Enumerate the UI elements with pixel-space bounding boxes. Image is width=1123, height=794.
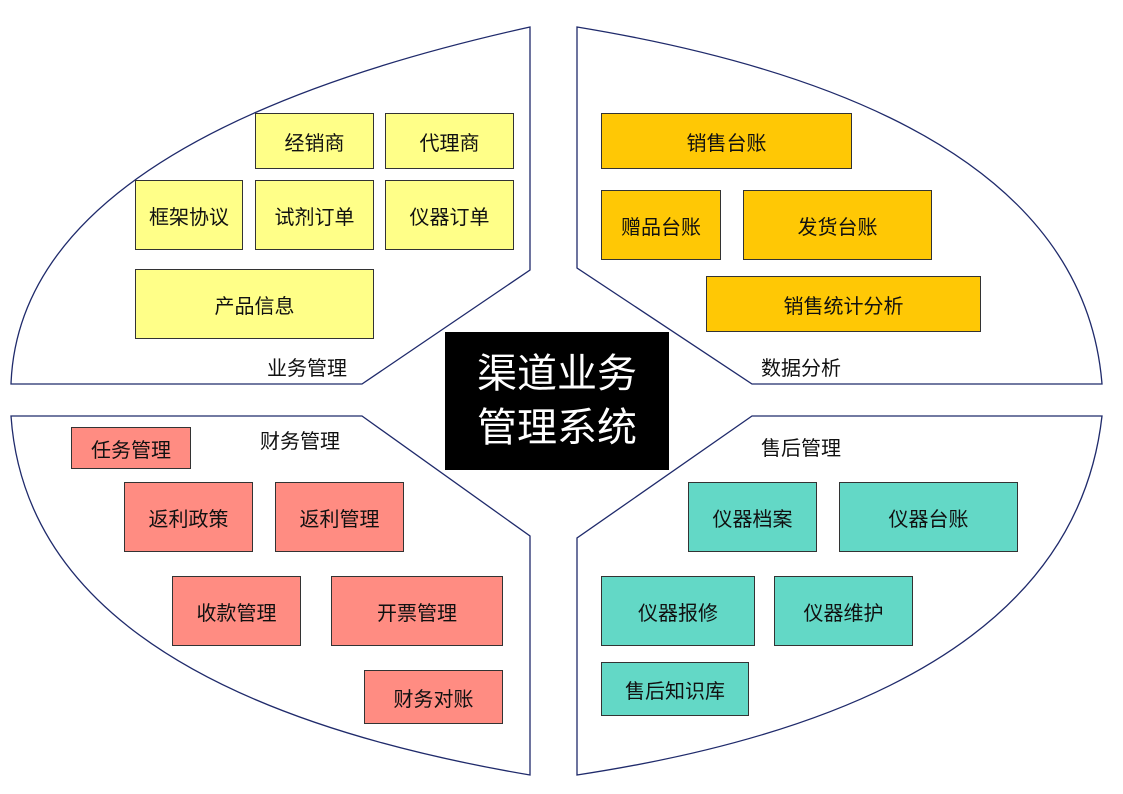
invoice-management-box[interactable]: 开票管理: [331, 576, 503, 646]
instrument-order-box[interactable]: 仪器订单: [385, 180, 514, 250]
after-sales-knowledge-label: 售后知识库: [625, 678, 725, 703]
sales-statistics-box[interactable]: 销售统计分析: [706, 276, 981, 332]
agent-box[interactable]: 代理商: [385, 113, 514, 169]
instrument-ledger-label: 仪器台账: [888, 506, 969, 531]
business-quadrant-label: 业务管理: [267, 356, 347, 380]
product-info-box[interactable]: 产品信息: [135, 269, 374, 339]
after-sales-knowledge-box[interactable]: 售后知识库: [601, 662, 749, 716]
reagent-order-label: 试剂订单: [274, 204, 355, 229]
framework-agreement-label: 框架协议: [149, 204, 229, 229]
instrument-maintenance-label: 仪器维护: [803, 600, 884, 625]
sales-statistics-label: 销售统计分析: [783, 293, 904, 318]
rebate-management-label: 返利管理: [299, 506, 380, 531]
payment-management-label: 收款管理: [196, 600, 277, 625]
rebate-policy-box[interactable]: 返利政策: [124, 482, 253, 552]
rebate-policy-label: 返利政策: [148, 506, 229, 531]
shipping-ledger-label: 发货台账: [797, 214, 878, 239]
sales-ledger-label: 销售台账: [686, 130, 767, 155]
framework-agreement-box[interactable]: 框架协议: [135, 180, 243, 250]
instrument-archive-label: 仪器档案: [712, 506, 793, 531]
finance-quadrant-label: 财务管理: [260, 429, 340, 453]
instrument-archive-box[interactable]: 仪器档案: [688, 482, 817, 552]
task-management-box[interactable]: 任务管理: [71, 427, 191, 469]
agent-label: 代理商: [419, 130, 480, 155]
instrument-order-label: 仪器订单: [409, 204, 490, 229]
reagent-order-box[interactable]: 试剂订单: [255, 180, 374, 250]
financial-reconciliation-label: 财务对账: [393, 686, 474, 711]
dealer-label: 经销商: [284, 130, 345, 155]
rebate-management-box[interactable]: 返利管理: [275, 482, 404, 552]
instrument-repair-label: 仪器报修: [638, 600, 718, 625]
sales-ledger-box[interactable]: 销售台账: [601, 113, 852, 169]
system-title: 渠道业务 管理系统: [445, 332, 669, 470]
instrument-repair-box[interactable]: 仪器报修: [601, 576, 755, 646]
payment-management-box[interactable]: 收款管理: [172, 576, 301, 646]
product-info-label: 产品信息: [214, 293, 295, 318]
financial-reconciliation-box[interactable]: 财务对账: [364, 670, 503, 724]
instrument-maintenance-box[interactable]: 仪器维护: [774, 576, 913, 646]
after-sales-quadrant-label: 售后管理: [761, 436, 841, 460]
gift-ledger-label: 赠品台账: [621, 214, 701, 239]
dealer-box[interactable]: 经销商: [255, 113, 374, 169]
shipping-ledger-box[interactable]: 发货台账: [743, 190, 932, 260]
task-management-label: 任务管理: [91, 437, 171, 462]
invoice-management-label: 开票管理: [377, 600, 457, 625]
data-quadrant-label: 数据分析: [761, 356, 841, 380]
instrument-ledger-box[interactable]: 仪器台账: [839, 482, 1018, 552]
gift-ledger-box[interactable]: 赠品台账: [601, 190, 721, 260]
system-title-line1: 渠道业务: [477, 351, 637, 397]
system-title-line2: 管理系统: [477, 405, 637, 451]
